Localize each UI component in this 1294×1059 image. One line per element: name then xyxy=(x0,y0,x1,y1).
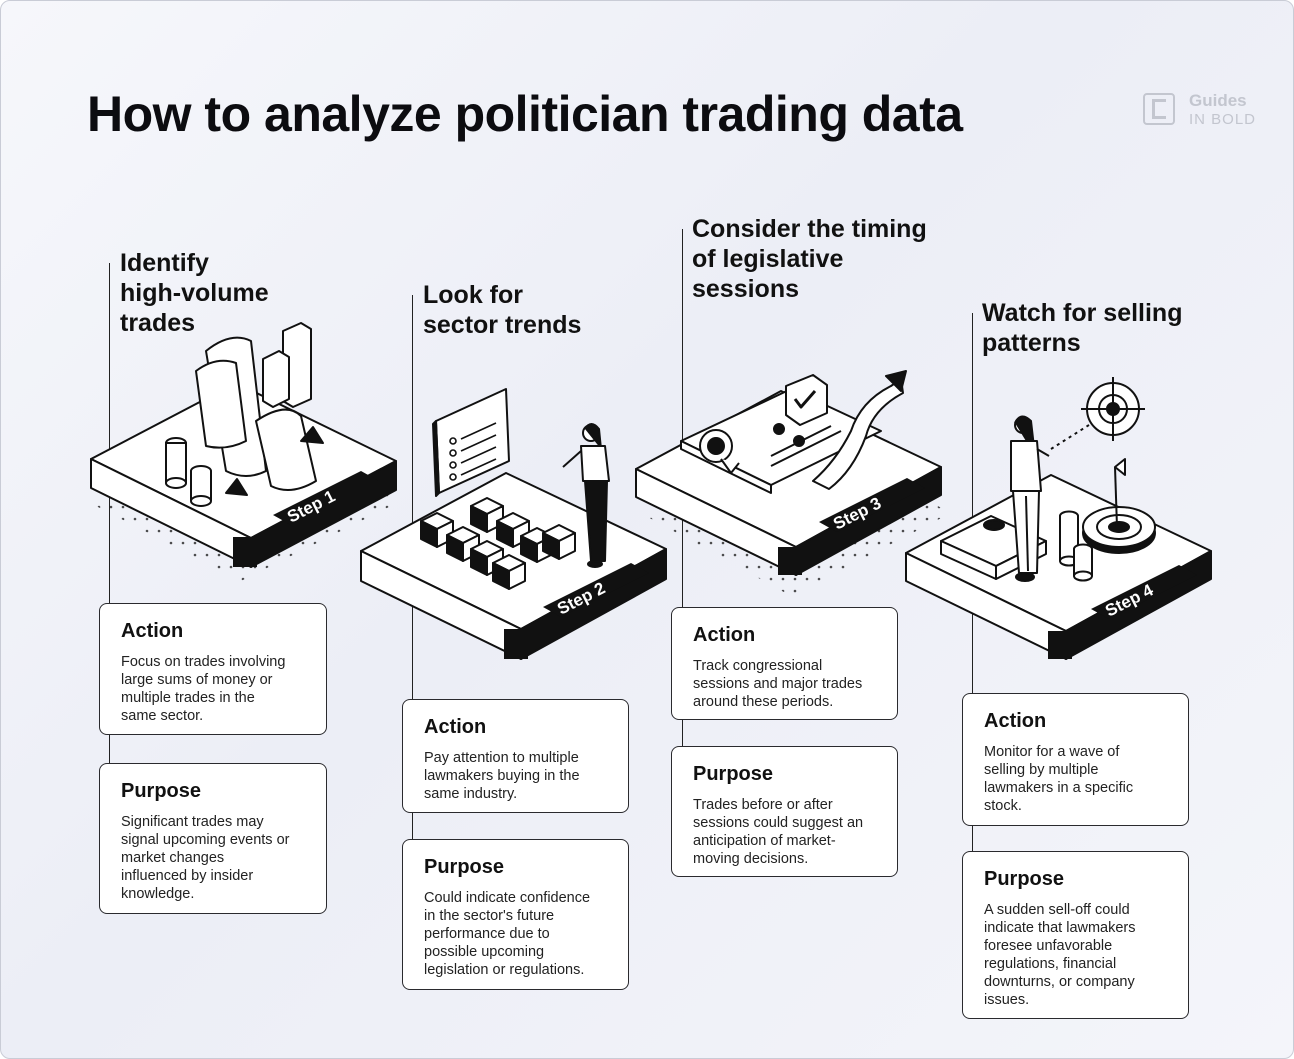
step-4-purpose-card: Purpose A sudden sell-off could indicate… xyxy=(962,851,1189,1019)
step-2-purpose-title: Purpose xyxy=(424,856,505,878)
step-4-action-card: Action Monitor for a wave of selling by … xyxy=(962,693,1189,826)
step-1-action-card: Action Focus on trades involving large s… xyxy=(99,603,327,735)
step-2-action-text: Pay attention to multiple lawmakers buyi… xyxy=(424,750,580,802)
step-1-action-title: Action xyxy=(121,620,184,642)
step-2-purpose-text: Could indicate confidence in the sector'… xyxy=(424,890,591,978)
step-1-heading: Identify high-volume trades xyxy=(120,249,269,337)
step-3-purpose-text: Trades before or after sessions could su… xyxy=(693,797,864,867)
step-3-purpose-title: Purpose xyxy=(693,763,774,785)
step-4-action-title: Action xyxy=(984,710,1047,732)
step-2-action-card: Action Pay attention to multiple lawmake… xyxy=(402,699,629,813)
step-4-heading: Watch for selling patterns xyxy=(982,299,1183,357)
step-3-platform xyxy=(635,370,942,576)
brand-logo-icon xyxy=(1143,93,1175,125)
step-4-purpose-title: Purpose xyxy=(984,868,1065,890)
step-4-purpose-text: A sudden sell-off could indicate that la… xyxy=(984,902,1136,1008)
step-3-heading: Consider the timing of legislative sessi… xyxy=(692,215,927,303)
brand-logo-line2: IN BOLD xyxy=(1189,111,1257,128)
step-1-purpose-card: Purpose Significant trades may signal up… xyxy=(99,763,327,914)
step-4-action-text: Monitor for a wave of selling by multipl… xyxy=(984,744,1134,814)
step-1-platform xyxy=(90,322,397,568)
step-2-platform xyxy=(360,388,667,660)
step-1-purpose-title: Purpose xyxy=(121,780,202,802)
step-2-action-title: Action xyxy=(424,716,487,738)
step-1-guide-line xyxy=(109,263,110,763)
step-3-purpose-card: Purpose Trades before or after sessions … xyxy=(671,746,898,877)
brand-logo-line1: Guides xyxy=(1189,91,1247,110)
page-title: How to analyze politician trading data xyxy=(87,86,963,142)
step-2-purpose-card: Purpose Could indicate confidence in the… xyxy=(402,839,629,990)
step-1-purpose-text: Significant trades may signal upcoming e… xyxy=(121,814,290,902)
step-2-heading: Look for sector trends xyxy=(423,281,582,339)
step-3-action-text: Track congressional sessions and major t… xyxy=(693,658,863,710)
step-3-action-title: Action xyxy=(693,624,756,646)
step-3-action-card: Action Track congressional sessions and … xyxy=(671,607,898,720)
step-1-action-text: Focus on trades involving large sums of … xyxy=(121,654,286,724)
step-4-platform xyxy=(905,377,1212,660)
